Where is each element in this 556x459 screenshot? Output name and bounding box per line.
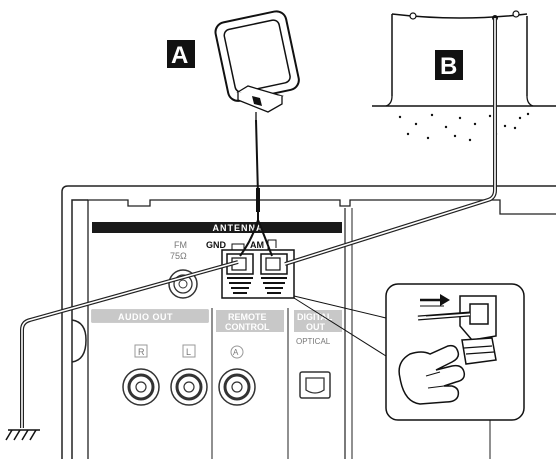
fm-impedance-label: 75Ω [170, 251, 187, 261]
antenna-header-label: ANTENNA [213, 223, 264, 233]
remote-control-section: REMOTE CONTROL A [216, 310, 284, 359]
inset-terminal [459, 295, 497, 365]
audio-out-label: AUDIO OUT [118, 312, 173, 322]
am-label: AM [250, 240, 264, 250]
wire-insertion-inset [293, 283, 525, 421]
jack-a-label: A [233, 348, 239, 357]
audio-out-l-jack[interactable] [170, 368, 208, 406]
remote-label-line2: CONTROL [225, 322, 270, 332]
jack-l-label: L [186, 347, 191, 357]
callout-b: B [435, 50, 463, 80]
am-loop-antenna [214, 10, 300, 122]
gnd-label: GND [206, 240, 227, 250]
audio-out-r-jack[interactable] [122, 368, 160, 406]
ground-wire [20, 260, 239, 428]
digital-label-line2: OUT [306, 322, 326, 332]
rear-panel [61, 185, 556, 459]
digital-label-line1: DIGITAL [297, 312, 333, 322]
remote-control-jack[interactable] [218, 368, 256, 406]
inset-wire [417, 294, 471, 321]
digital-out-section: DIGITAL OUT OPTICAL [294, 310, 342, 346]
fm-antenna-jack[interactable]: FM 75Ω [168, 240, 198, 299]
outdoor-antenna-illustration [372, 10, 556, 142]
jack-r-label: R [138, 347, 145, 357]
callout-a-label: A [171, 42, 188, 69]
loop-antenna-cable [239, 119, 273, 257]
optical-out-jack[interactable] [299, 371, 331, 399]
optical-label: OPTICAL [296, 337, 331, 346]
callout-b-label: B [440, 53, 457, 80]
hand-icon [398, 344, 466, 405]
audio-out-section: AUDIO OUT R L [91, 309, 209, 358]
remote-label-line1: REMOTE [228, 312, 267, 322]
callout-a: A [167, 40, 195, 69]
antenna-header: ANTENNA [92, 222, 342, 233]
fm-label: FM [174, 240, 187, 250]
antenna-terminal-block[interactable] [221, 249, 295, 299]
ground-symbol-icon [5, 429, 40, 441]
